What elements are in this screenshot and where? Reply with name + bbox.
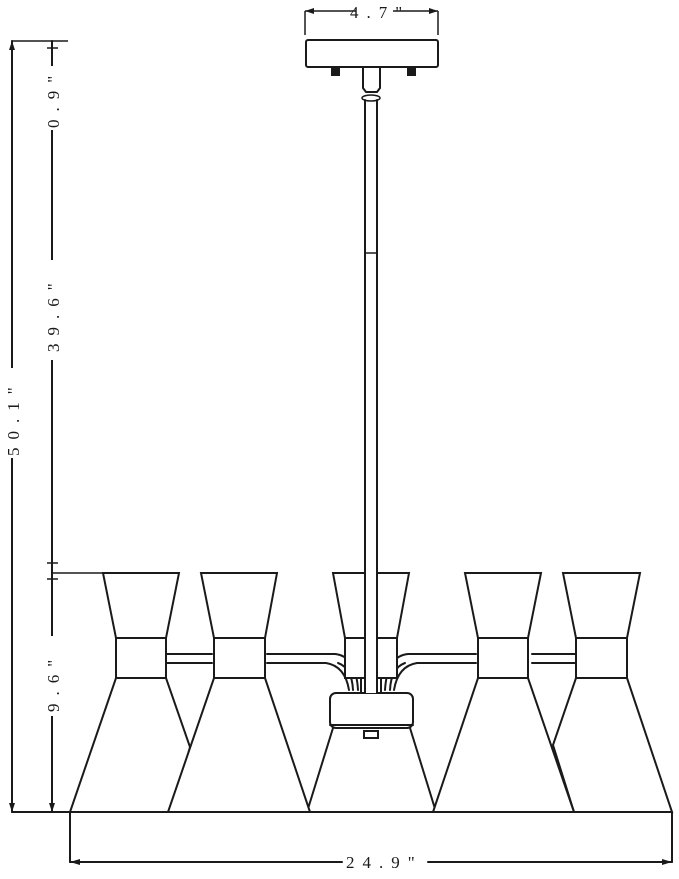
- overall-width-label: 24.9": [346, 853, 423, 872]
- canopy-height-label: 0.9": [44, 68, 63, 128]
- canopy-width-label: 4.7": [350, 3, 410, 22]
- shade-4: [431, 572, 576, 813]
- dimension-overall-height: 50.1": [2, 40, 68, 813]
- dimension-inner-vertical: 0.9" 39.6" 9.6": [40, 40, 120, 813]
- shade-5: [551, 572, 674, 813]
- overall-height-label: 50.1": [4, 379, 23, 456]
- dimension-canopy-width: 4.7": [304, 3, 439, 35]
- canopy-screw-right: [407, 67, 416, 76]
- shade-2: [166, 572, 312, 813]
- dimension-overall-width: 24.9": [69, 811, 673, 872]
- shade-1: [68, 572, 192, 813]
- canopy: [305, 39, 439, 102]
- shade-height-label: 9.6": [44, 652, 63, 712]
- shade-3: [306, 559, 437, 813]
- rod-length-label: 39.6": [44, 275, 63, 352]
- canopy-screw-left: [331, 67, 340, 76]
